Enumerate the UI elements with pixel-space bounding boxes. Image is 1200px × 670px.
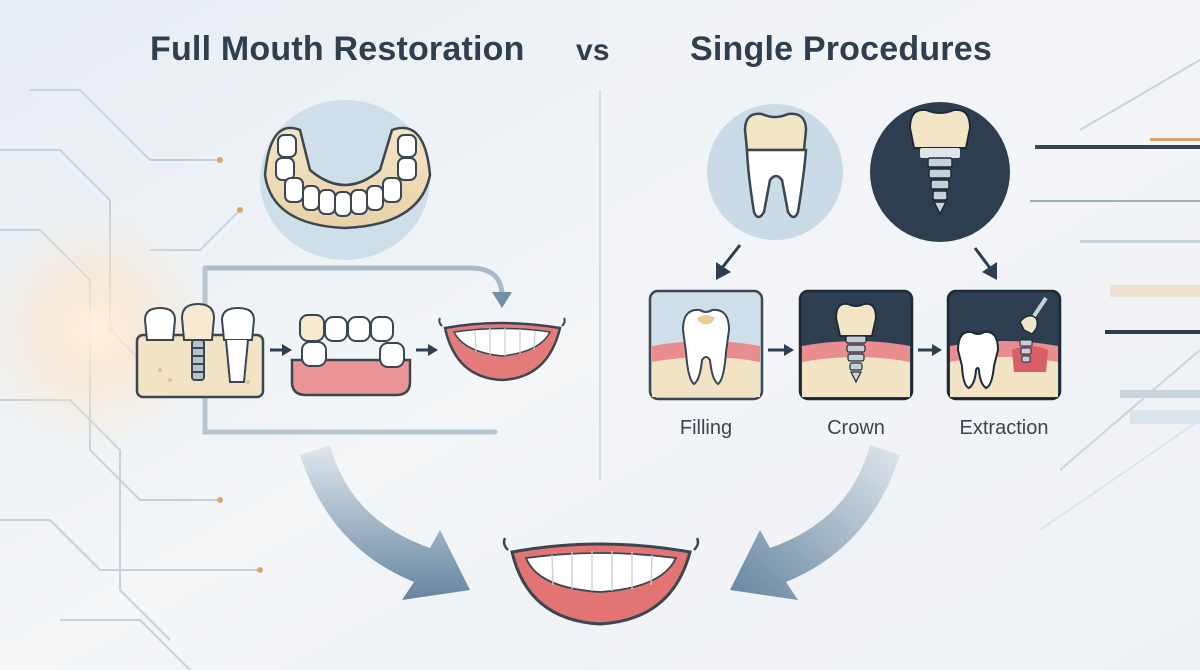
full-denture-icon (260, 100, 432, 260)
branch-arrowhead-left (716, 262, 731, 280)
title-full-mouth-restoration: Full Mouth Restoration (150, 30, 525, 68)
step-arrowhead (428, 344, 438, 356)
branch-arrow-left (720, 244, 742, 269)
branch-arrowhead-right (982, 262, 997, 280)
implant-bridge-icon (135, 302, 265, 399)
procedure-label-filling: Filling (679, 417, 733, 439)
flow-loop-arrow (205, 265, 505, 297)
result-arrow-right (730, 445, 900, 600)
procedure-card-filling (648, 289, 764, 401)
smile-icon (438, 317, 566, 382)
flow-loop-arrowhead (492, 292, 512, 308)
procedure-card-crown (798, 289, 914, 401)
decor-lines-right (1030, 59, 1200, 531)
title-single-procedures: Single Procedures (690, 30, 992, 68)
procedure-label-extraction: Extraction (959, 417, 1049, 439)
implant-icon (870, 102, 1010, 242)
step-arrowhead (932, 344, 942, 356)
title-vs: vs (576, 34, 610, 67)
procedure-card-extraction (946, 289, 1062, 401)
smile-icon (502, 537, 700, 626)
procedure-label-crown: Crown (827, 417, 885, 439)
branch-arrow-right (973, 247, 992, 269)
tooth-icon (707, 104, 843, 240)
result-arrow-left (300, 445, 470, 600)
step-arrowhead (784, 344, 794, 356)
step-arrowhead (282, 344, 292, 356)
partial-denture-icon (290, 314, 412, 397)
